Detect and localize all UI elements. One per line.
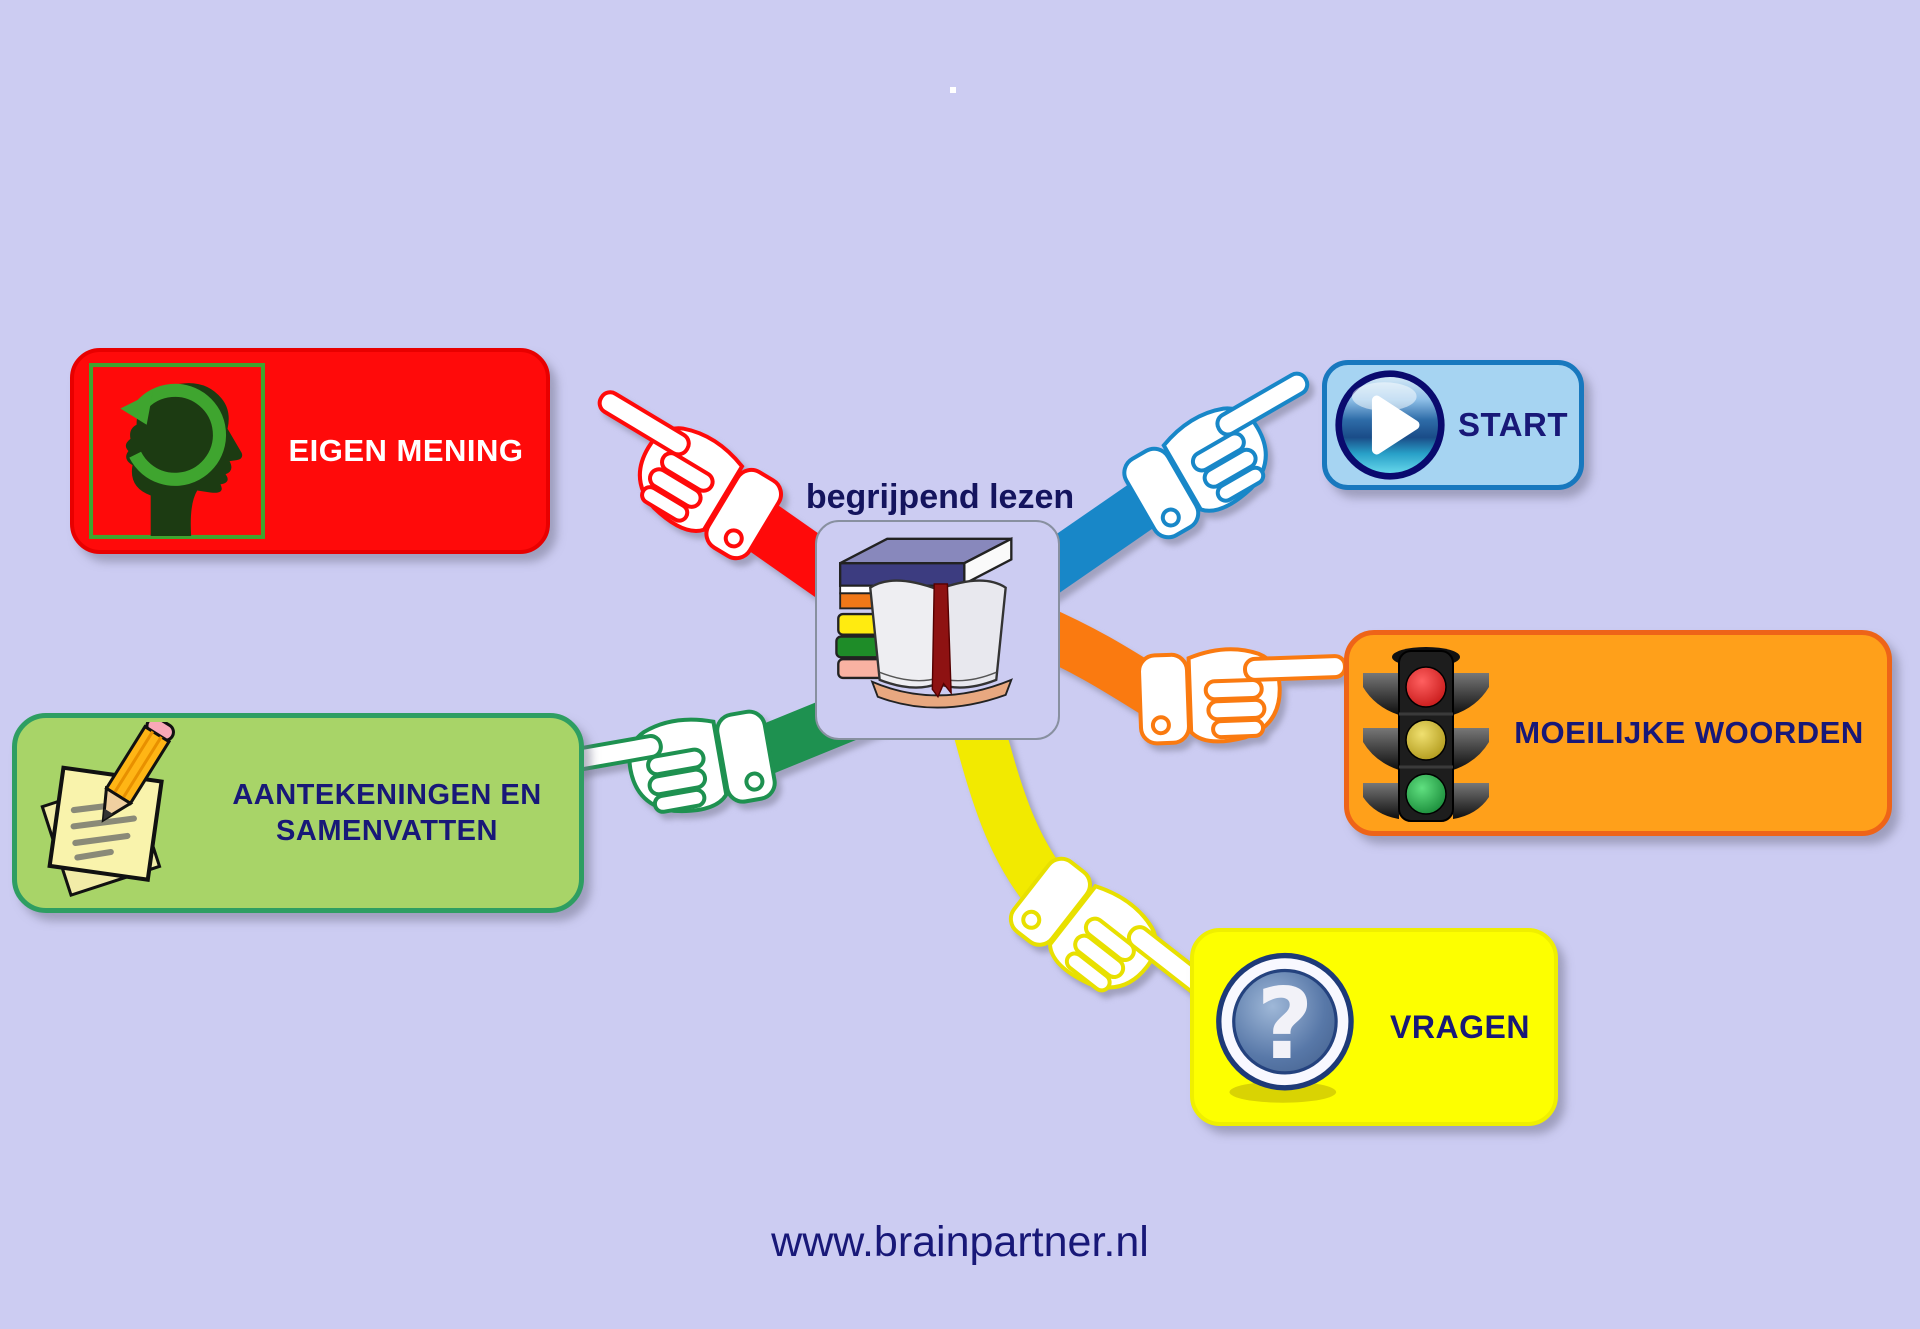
pointing-hand-icon-blue [1114, 358, 1344, 546]
pointing-hand-icon-red [562, 377, 791, 567]
thinking-head-icon [89, 363, 265, 539]
central-topic-node[interactable] [815, 520, 1060, 740]
play-button-icon [1335, 370, 1445, 480]
node-label-vragen: VRAGEN [1390, 1009, 1530, 1045]
node-label-eigen-mening: EIGEN MENING [288, 432, 524, 468]
svg-text:?: ? [1256, 968, 1313, 1082]
traffic-light-icon [1363, 647, 1489, 822]
node-moeilijke-woorden[interactable]: MOEILIJKE WOORDEN [1344, 630, 1892, 836]
central-topic-title: begrijpend lezen [805, 478, 1075, 516]
node-label-moeilijke-woorden: MOEILIJKE WOORDEN [1514, 714, 1864, 750]
node-eigen-mening[interactable]: EIGEN MENING [70, 348, 550, 554]
node-label-start: START [1457, 406, 1569, 444]
question-mark-icon: ? [1216, 952, 1354, 1103]
pointing-hand-icon-green [556, 703, 780, 834]
stray-dot [950, 87, 956, 93]
notes-and-pencil-icon [40, 722, 175, 898]
node-start[interactable]: START [1322, 360, 1584, 490]
node-vragen[interactable]: ? VRAGEN [1190, 928, 1558, 1126]
website-url: www.brainpartner.nl [771, 1218, 1149, 1266]
books-open-book-icon [835, 536, 1013, 709]
pointing-hand-icon-orange [1138, 645, 1347, 744]
